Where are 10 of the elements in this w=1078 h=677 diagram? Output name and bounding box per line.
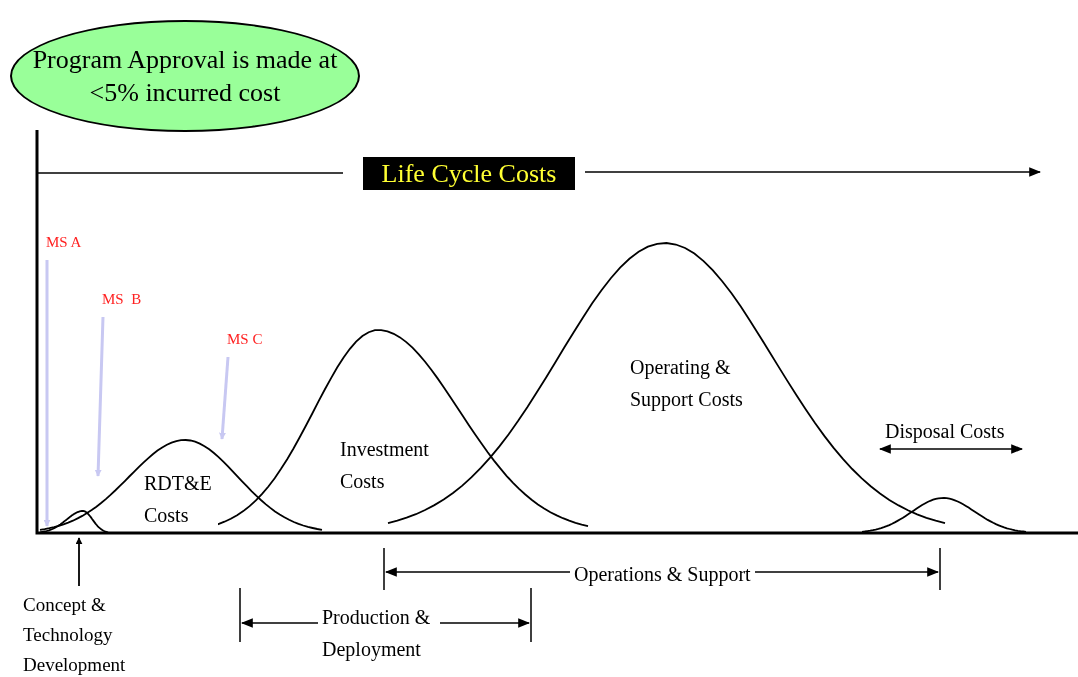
approval-ellipse: Program Approval is made at <5% incurred cost [10,20,360,132]
arrow [43,260,51,527]
arrow [94,316,105,477]
milestone-label: MS A [46,232,96,252]
arrow [75,537,83,587]
arrow [218,356,230,440]
title-box: Life Cycle Costs [363,157,575,190]
phase-label: Concept & Technology Development [23,590,151,677]
milestone-label: MS C [227,329,277,349]
milestone-label: MS B [102,289,158,309]
